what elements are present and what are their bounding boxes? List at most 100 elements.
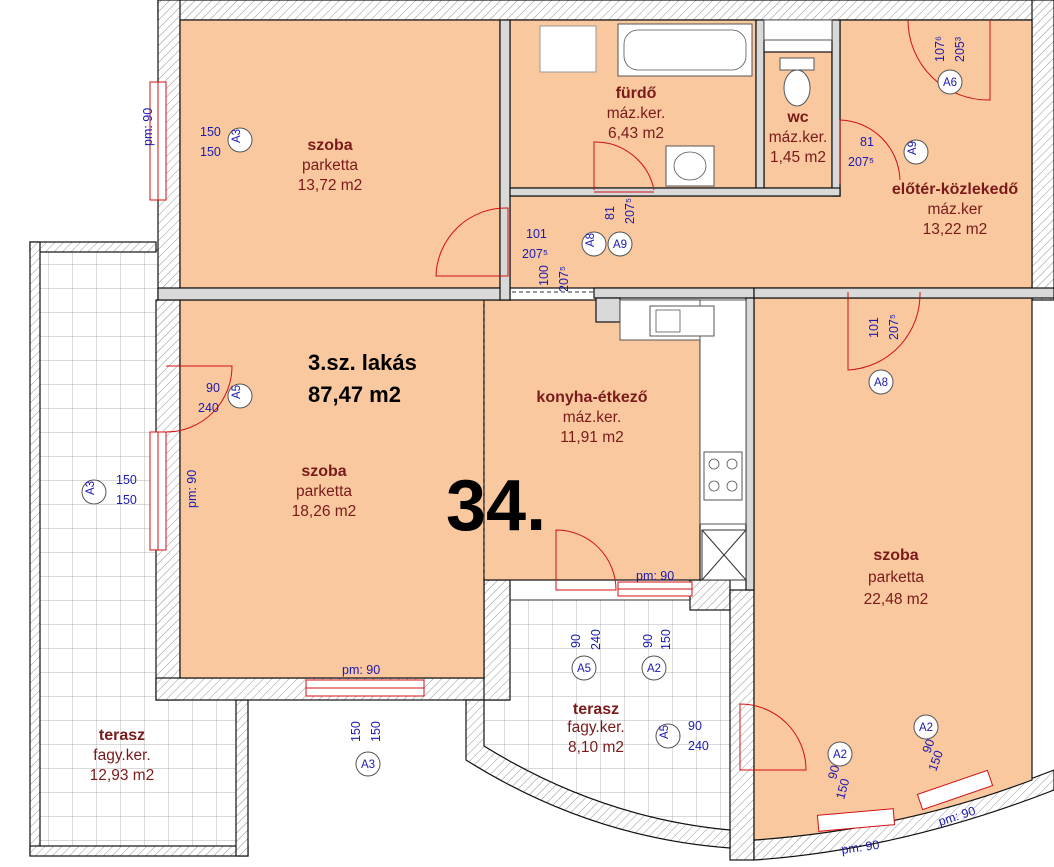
dim-label: 150 — [116, 473, 137, 487]
wall-right-lower — [729, 589, 755, 861]
dim-label: 90 — [206, 381, 220, 395]
window-szoba3-b — [916, 769, 994, 811]
dim-label: 100 — [537, 265, 551, 286]
dim-label: 207⁵ — [557, 266, 571, 292]
wall-top-band — [157, 0, 1054, 21]
wall-int-v1 — [499, 19, 511, 301]
door-entry — [907, 19, 991, 101]
room-label-name: szoba — [307, 137, 352, 154]
dim-label: pm: 90 — [342, 663, 380, 677]
room-label-name: terasz — [573, 701, 619, 718]
terrace-left-border — [29, 241, 157, 253]
room-label-area: 6,43 m2 — [608, 125, 664, 142]
room-label-name: fürdő — [616, 85, 657, 102]
door-szoba3-balcony — [739, 703, 807, 771]
room-szoba-2 — [179, 299, 485, 679]
wall-kitchen-balcony — [483, 579, 511, 701]
tag-label: A6 — [943, 77, 957, 89]
dim-label: 81 — [603, 206, 617, 220]
dim-label: 90 — [825, 764, 842, 781]
room-label-name: wc — [786, 109, 808, 126]
door-szoba2-balcony — [165, 365, 233, 433]
dim-label: 207⁵ — [623, 198, 637, 224]
dim-label: pm: 90 — [185, 470, 199, 508]
unit-area: 87,47 m2 — [308, 382, 401, 407]
room-label-area: 13,22 m2 — [923, 221, 988, 238]
room-label-floor: parketta — [868, 569, 924, 586]
dim-label: 240 — [589, 629, 603, 650]
dim-label: 207⁵ — [848, 155, 874, 169]
dim-label: 90 — [688, 719, 702, 733]
tag-label: A5 — [231, 385, 243, 399]
dim-label: 101 — [867, 317, 881, 338]
room-label-name: szoba — [873, 547, 918, 564]
tag-label: A5 — [577, 663, 591, 675]
tag-label: A2 — [833, 749, 847, 761]
dim-label: 150 — [833, 777, 852, 801]
tag-label: A3 — [361, 759, 375, 771]
door-szoba3 — [847, 291, 921, 371]
room-label-floor: máz.ker. — [563, 409, 622, 426]
wall-small-block — [595, 297, 621, 323]
tag-label: A5 — [659, 725, 671, 739]
wall-int-h3 — [753, 287, 1054, 299]
room-label-floor: máz.ker. — [607, 105, 666, 122]
sink-icon — [649, 305, 715, 337]
toilet-icon — [783, 69, 811, 107]
wall-int-v2 — [755, 19, 765, 189]
dim-label: 150 — [116, 493, 137, 507]
room-label-floor: máz.ker. — [769, 129, 828, 146]
tag-label: A8 — [585, 233, 597, 247]
window-szoba3-a — [816, 808, 896, 832]
dim-label: pm: 90 — [840, 838, 880, 857]
dim-label: 101 — [526, 227, 547, 241]
tag-label: A9 — [907, 141, 919, 155]
room-label-floor: parketta — [302, 157, 358, 174]
door-wc — [839, 119, 901, 181]
dim-label: pm: 90 — [141, 108, 155, 146]
unit-number: 34. — [446, 466, 546, 546]
dim-label: pm: 90 — [636, 569, 674, 583]
dim-label: 107⁶ — [933, 36, 947, 62]
room-label-floor: máz.ker — [927, 201, 982, 218]
room-label-floor: fagy.ker. — [567, 719, 624, 736]
room-label-name: előtér-közlekedő — [892, 181, 1018, 198]
dim-label: 207⁵ — [522, 247, 548, 261]
toilet-tank-icon — [779, 57, 815, 71]
wall-int-h1 — [157, 287, 511, 301]
dim-label: 90 — [569, 634, 583, 648]
room-label-name: terasz — [99, 727, 145, 744]
room-label-name: konyha-étkező — [536, 389, 647, 406]
room-label-area: 12,93 m2 — [90, 767, 155, 784]
tag-label: A3 — [85, 481, 97, 495]
dim-label: 150 — [926, 749, 946, 773]
door-szoba1 — [435, 207, 509, 277]
wall-int-v3 — [831, 19, 841, 197]
wall-right-edge — [1031, 0, 1054, 301]
wc-top-fixture — [763, 19, 833, 41]
wall-int-v4 — [745, 297, 755, 591]
dim-label: 240 — [198, 401, 219, 415]
dim-label: 150 — [659, 629, 673, 650]
tag-label: A2 — [647, 663, 661, 675]
room-label-area: 22,48 m2 — [864, 591, 929, 608]
dim-label: 205³ — [953, 37, 967, 62]
dim-label: 240 — [688, 739, 709, 753]
room-label-name: szoba — [301, 463, 346, 480]
room-label-area: 1,45 m2 — [770, 149, 826, 166]
terrace-left-rside — [235, 699, 249, 857]
bathtub-icon — [617, 23, 753, 77]
room-label-floor: parketta — [296, 483, 352, 500]
wall-int-h4 — [509, 187, 841, 197]
unit-title: 3.sz. lakás — [308, 350, 417, 375]
room-label-floor: fagy.ker. — [93, 747, 150, 764]
terrace-mid-curve — [465, 699, 731, 849]
tag-label: A9 — [613, 239, 627, 251]
room-konyha — [483, 299, 701, 581]
terrace-left-bottom — [29, 845, 249, 857]
tag-label: A8 — [874, 377, 888, 389]
door-furdo — [593, 141, 655, 191]
dim-label: 90 — [920, 737, 938, 755]
dim-label: 150 — [369, 721, 383, 742]
